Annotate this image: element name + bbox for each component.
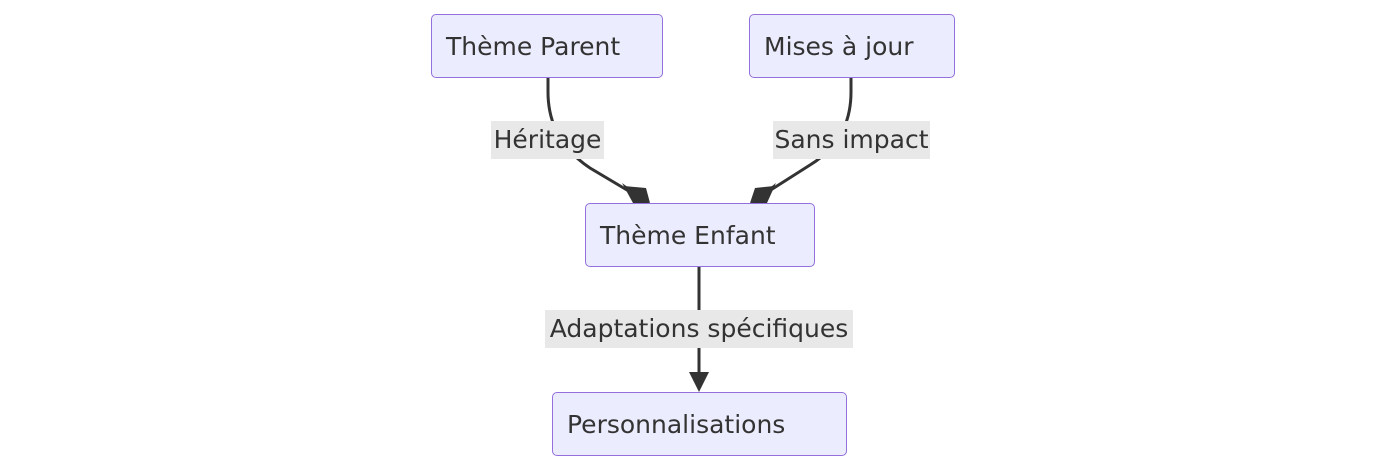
edge-updates-to-child-arrowhead-tip xyxy=(750,186,774,203)
node-mises-a-jour: Mises à jour xyxy=(749,14,955,78)
node-theme-parent-label: Thème Parent xyxy=(446,31,621,61)
edge-parent-to-child-arrowhead-tip xyxy=(624,186,650,203)
edge-child-to-custom-arrowhead xyxy=(689,372,709,392)
node-personnalisations: Personnalisations xyxy=(552,392,847,456)
node-theme-parent: Thème Parent xyxy=(431,14,663,78)
node-personnalisations-label: Personnalisations xyxy=(567,409,786,439)
edge-label-heritage: Héritage xyxy=(491,121,604,159)
edge-label-sans-impact: Sans impact xyxy=(773,121,930,159)
node-theme-enfant: Thème Enfant xyxy=(585,203,815,267)
edge-label-adaptations-specifiques: Adaptations spécifiques xyxy=(545,310,853,348)
node-theme-enfant-label: Thème Enfant xyxy=(600,220,776,250)
node-mises-a-jour-label: Mises à jour xyxy=(764,31,914,61)
